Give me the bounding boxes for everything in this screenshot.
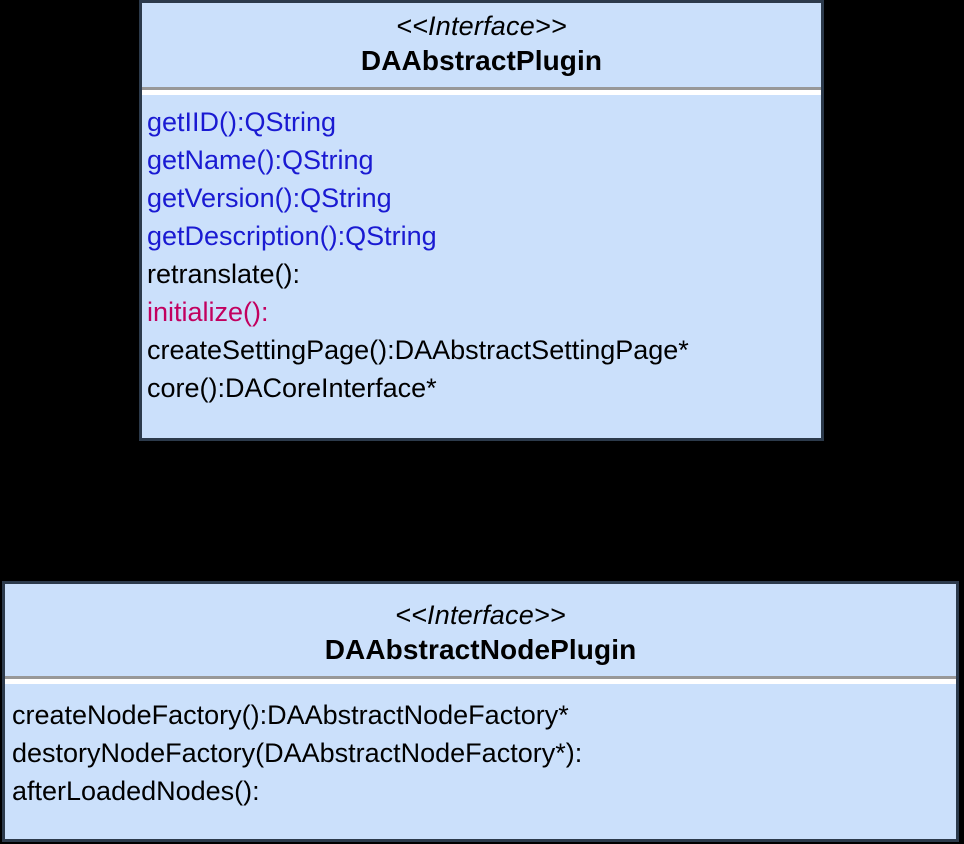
member-row: getIID():QString <box>147 107 337 137</box>
class-stereotype: <<Interface>> <box>396 11 567 41</box>
member-row: getDescription():QString <box>147 221 437 251</box>
uml-class-da-abstract-plugin[interactable]: <<Interface>> DAAbstractPlugin getIID():… <box>139 0 824 441</box>
compartment-divider <box>5 676 956 684</box>
compartment-divider <box>142 87 821 95</box>
class-header-da-abstract-node-plugin: <<Interface>> DAAbstractNodePlugin <box>5 584 956 676</box>
member-row: createNodeFactory():DAAbstractNodeFactor… <box>12 700 569 730</box>
class-members-da-abstract-plugin: getIID():QString getName():QString getVe… <box>142 95 821 438</box>
class-members-da-abstract-node-plugin: createNodeFactory():DAAbstractNodeFactor… <box>5 684 956 839</box>
member-row: createSettingPage():DAAbstractSettingPag… <box>147 335 689 365</box>
uml-class-da-abstract-node-plugin[interactable]: <<Interface>> DAAbstractNodePlugin creat… <box>2 581 959 842</box>
member-row: retranslate(): <box>147 259 301 289</box>
member-row: getName():QString <box>147 145 374 175</box>
member-row: destoryNodeFactory(DAAbstractNodeFactory… <box>12 738 583 768</box>
class-title: DAAbstractPlugin <box>360 45 603 76</box>
class-title: DAAbstractNodePlugin <box>324 634 637 665</box>
class-stereotype: <<Interface>> <box>395 600 566 630</box>
member-row: core():DACoreInterface* <box>147 373 437 403</box>
member-row: getVersion():QString <box>147 183 392 213</box>
class-header-da-abstract-plugin: <<Interface>> DAAbstractPlugin <box>142 3 821 87</box>
member-row: initialize(): <box>147 297 269 327</box>
member-row: afterLoadedNodes(): <box>12 776 260 806</box>
